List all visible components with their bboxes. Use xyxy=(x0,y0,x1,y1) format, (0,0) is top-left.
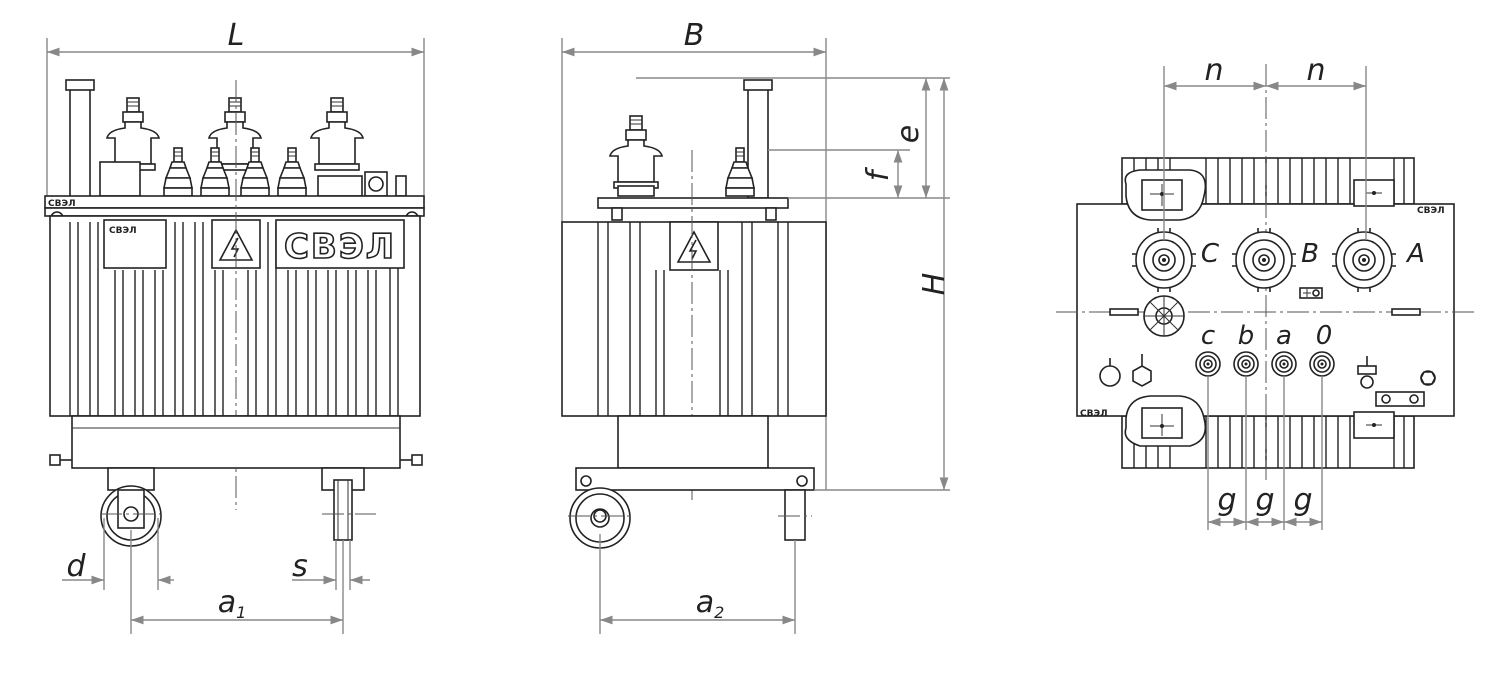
dim-label-f: f xyxy=(861,166,896,181)
lv-terminal-label-c: c xyxy=(1201,321,1215,351)
dim-label-H: H xyxy=(917,273,952,296)
small-logo-top-2: СВЭЛ xyxy=(1080,409,1108,419)
small-logo-top-1: СВЭЛ xyxy=(1417,206,1445,216)
dim-label-L: L xyxy=(228,18,245,53)
dim-label-a2: a2 xyxy=(696,585,725,622)
lv-terminal-label-0: 0 xyxy=(1316,321,1333,351)
dim-label-a1: a1 xyxy=(218,585,247,622)
dim-label-a2-sub: 2 xyxy=(714,603,724,622)
dim-label-g-3: g xyxy=(1293,483,1312,518)
dim-label-s: s xyxy=(292,549,308,584)
dim-label-d: d xyxy=(66,549,86,584)
small-logo-plate: СВЭЛ xyxy=(109,226,137,236)
dim-label-B: B xyxy=(684,18,705,53)
front-view: L СВЭЛ xyxy=(44,18,425,634)
lv-terminal-label-a: a xyxy=(1276,321,1292,351)
dim-label-n-2: n xyxy=(1306,53,1325,88)
hv-terminal-label-A: A xyxy=(1405,239,1425,269)
side-view: B xyxy=(561,18,952,634)
hv-terminal-label-B: B xyxy=(1301,239,1319,269)
dim-label-a1-base: a xyxy=(218,585,236,620)
dim-label-e: e xyxy=(891,125,926,143)
lv-terminal-label-b: b xyxy=(1238,321,1255,351)
dim-label-g-2: g xyxy=(1255,483,1274,518)
dim-label-a1-sub: 1 xyxy=(236,603,246,622)
dim-label-g-1: g xyxy=(1217,483,1236,518)
front-logo: СВЭЛ xyxy=(284,227,396,267)
dim-label-a2-base: a xyxy=(696,585,714,620)
dim-label-n-1: n xyxy=(1204,53,1223,88)
top-view: СВЭЛ СВЭЛ C B A xyxy=(1056,53,1478,530)
small-logo-front: СВЭЛ xyxy=(48,199,76,209)
hv-terminal-label-C: C xyxy=(1201,239,1220,269)
